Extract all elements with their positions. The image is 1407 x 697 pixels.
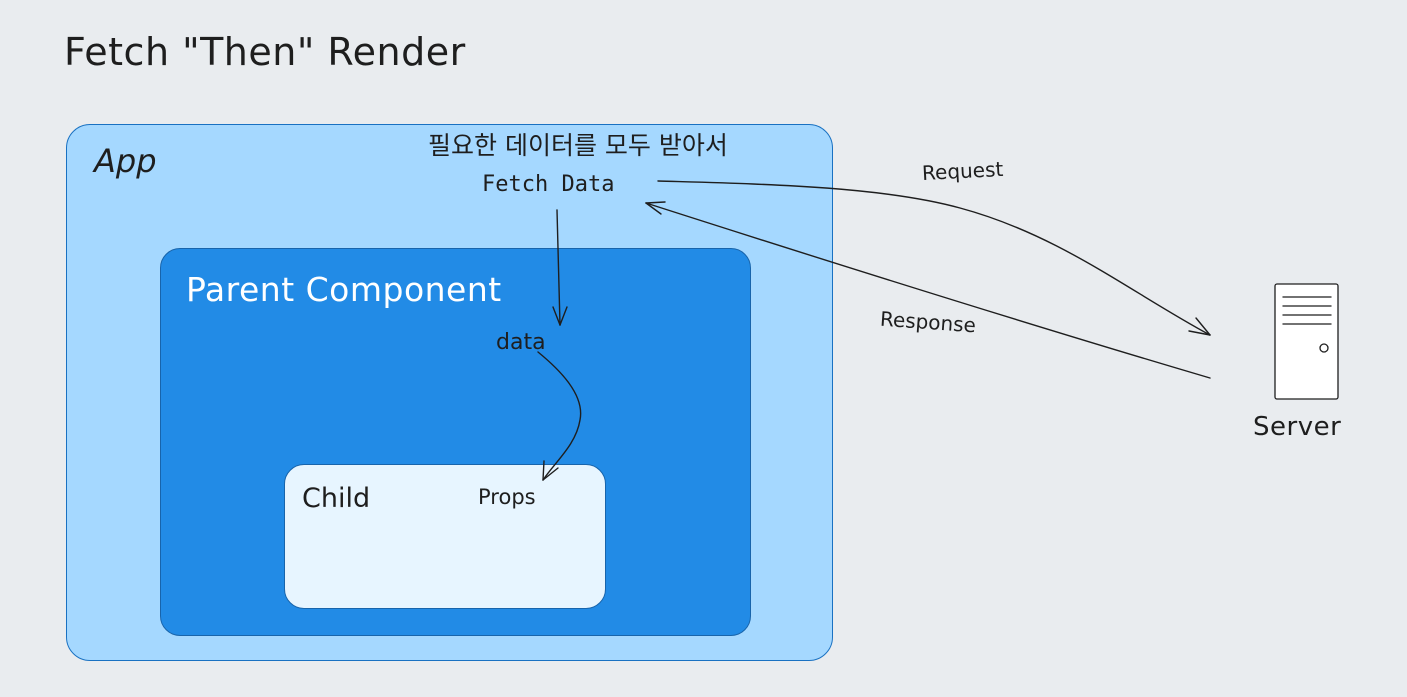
data-label: data: [496, 330, 546, 355]
fetch-note: 필요한 데이터를 모두 받아서: [428, 131, 728, 160]
child-label: Child: [302, 483, 371, 514]
fetch-data-label: Fetch Data: [482, 172, 615, 197]
parent-component-label: Parent Component: [186, 270, 502, 309]
app-label: App: [94, 142, 157, 180]
server-label: Server: [1253, 412, 1342, 442]
props-label: Props: [478, 485, 536, 509]
request-label: Request: [921, 156, 1004, 186]
diagram-title: Fetch "Then" Render: [64, 30, 466, 74]
child-component-container: [284, 464, 606, 609]
server-icon: [1274, 283, 1339, 400]
response-label: Response: [879, 306, 977, 338]
